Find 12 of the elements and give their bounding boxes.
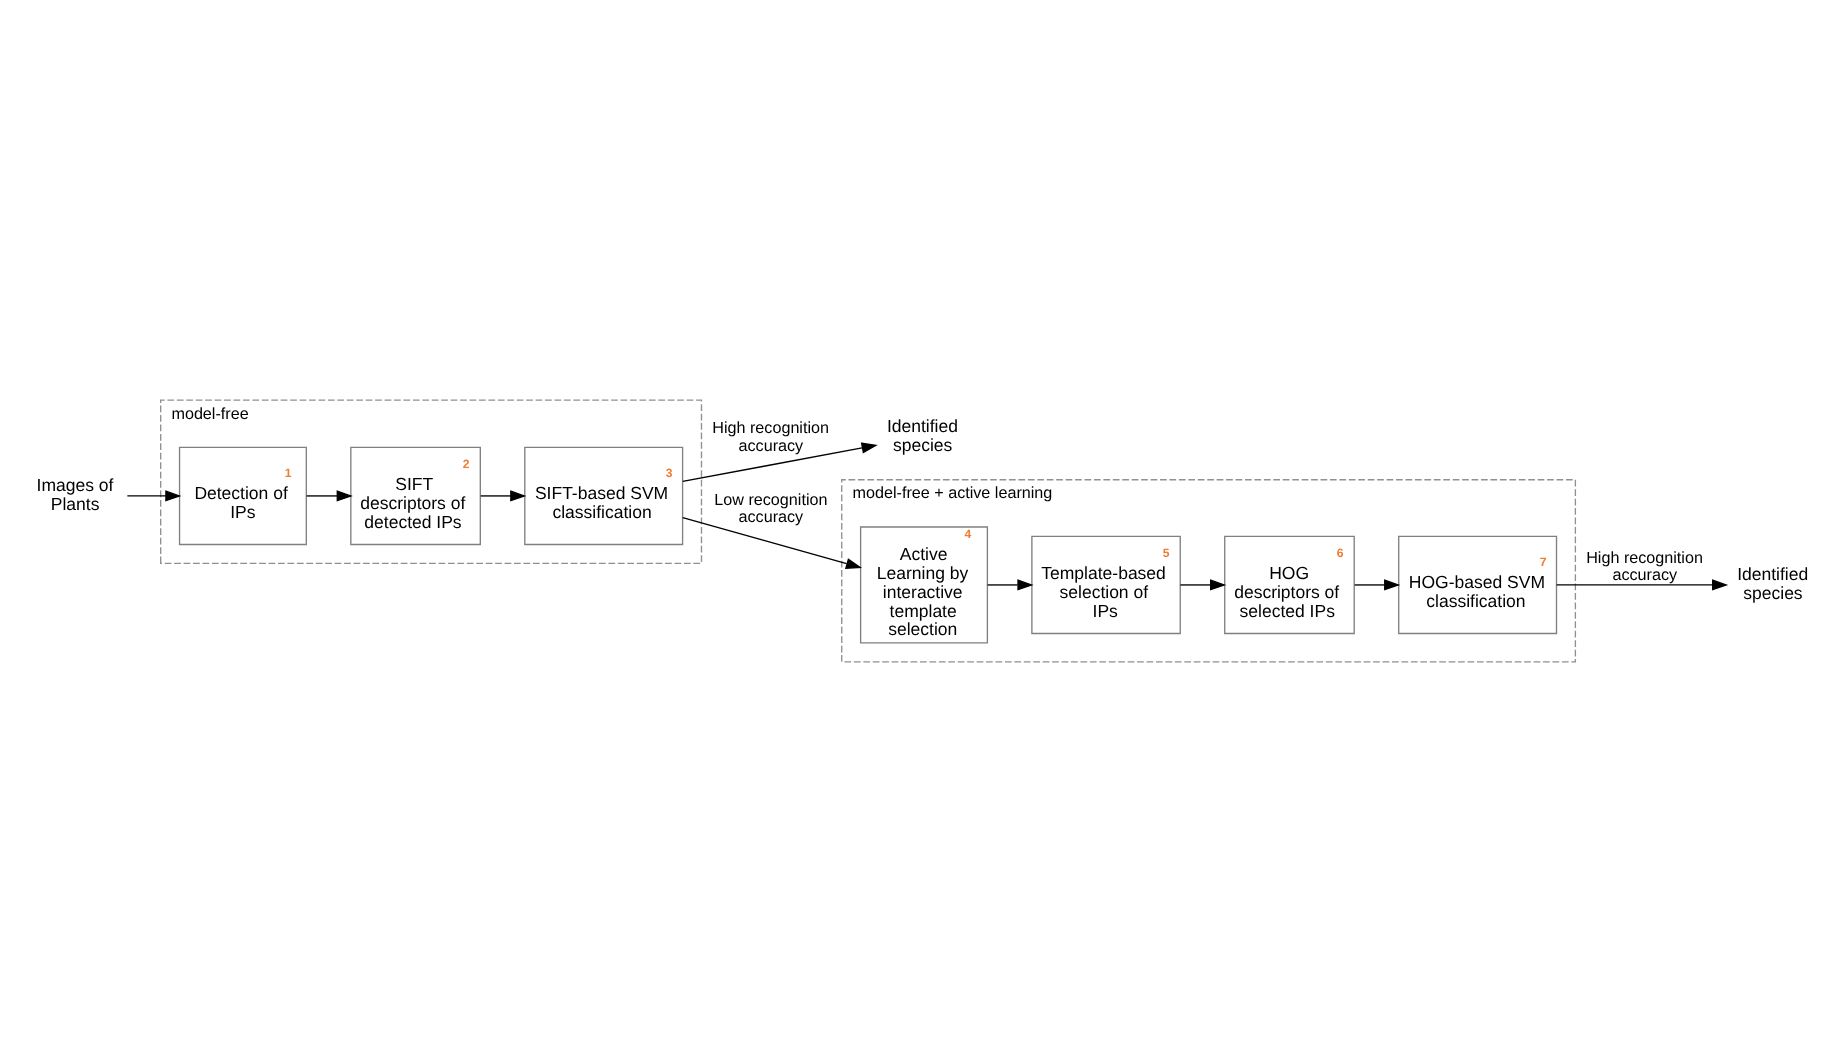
arrow <box>986 579 1034 591</box>
arrow <box>1353 579 1401 591</box>
arrow <box>1179 579 1227 591</box>
node-text: Identified species <box>886 415 958 455</box>
arrow <box>480 490 527 502</box>
node-text: Identified species <box>1737 564 1809 603</box>
node-text: Images of Plants <box>36 475 114 514</box>
arrow <box>682 517 863 570</box>
arrow <box>1555 579 1729 591</box>
arrow <box>682 442 878 483</box>
arrow <box>305 490 353 502</box>
arrow <box>126 490 182 502</box>
